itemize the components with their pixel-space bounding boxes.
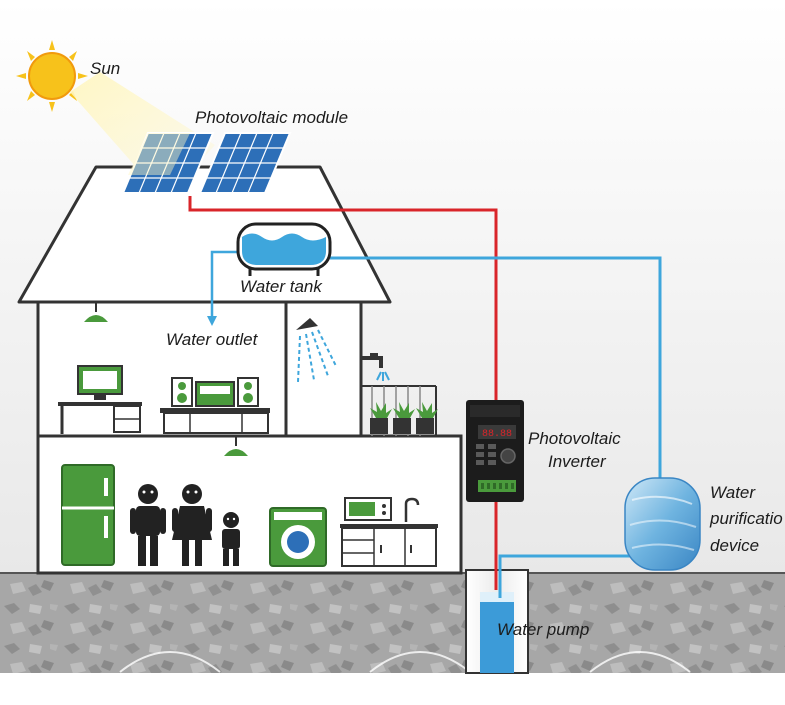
pv-inverter-label-line2: Inverter (548, 452, 607, 471)
kitchen-counter-icon (340, 497, 438, 567)
washing-machine-icon (269, 507, 327, 567)
faucet-icon (361, 353, 390, 381)
refrigerator-icon (61, 464, 115, 566)
purifier-label-line2: purificatio (709, 509, 783, 528)
water-tank-icon (236, 222, 332, 276)
sun-label: Sun (90, 59, 120, 78)
bottom-margin (0, 673, 785, 705)
water-pump-icon (480, 598, 514, 673)
family-faces (142, 490, 236, 521)
shower-icon (296, 318, 337, 383)
computer-desk-icon (58, 365, 142, 434)
water-line-to-purifier (330, 256, 662, 488)
plants-icon (370, 402, 438, 434)
water-outlet-line (210, 250, 238, 318)
ceiling-lamp-icon (224, 436, 248, 456)
pv-inverter-label-line1: Photovoltaic (528, 429, 621, 448)
photovoltaic-module-icon (121, 132, 292, 194)
pv-module-label: Photovoltaic module (195, 108, 348, 127)
water-outlet-arrow-icon (207, 316, 217, 326)
water-outlet-label: Water outlet (166, 330, 259, 349)
water-purification-device-icon (624, 477, 701, 571)
stereo-cabinet-icon (160, 377, 270, 434)
purifier-label-line3: device (710, 536, 759, 555)
water-pump-top (480, 592, 514, 602)
ground-arcs (119, 651, 691, 673)
ceiling-lamp-icon (84, 302, 108, 322)
family-icon (130, 484, 240, 566)
water-line-from-pump (498, 554, 640, 598)
photovoltaic-inverter-icon: 88.88 (466, 400, 524, 502)
ground (0, 573, 785, 673)
water-pump-label: Water pump (497, 620, 589, 639)
purifier-label-line1: Water (710, 483, 756, 502)
svg-text:88.88: 88.88 (482, 429, 512, 440)
water-tank-label: Water tank (240, 277, 323, 296)
sun-icon (16, 40, 88, 112)
